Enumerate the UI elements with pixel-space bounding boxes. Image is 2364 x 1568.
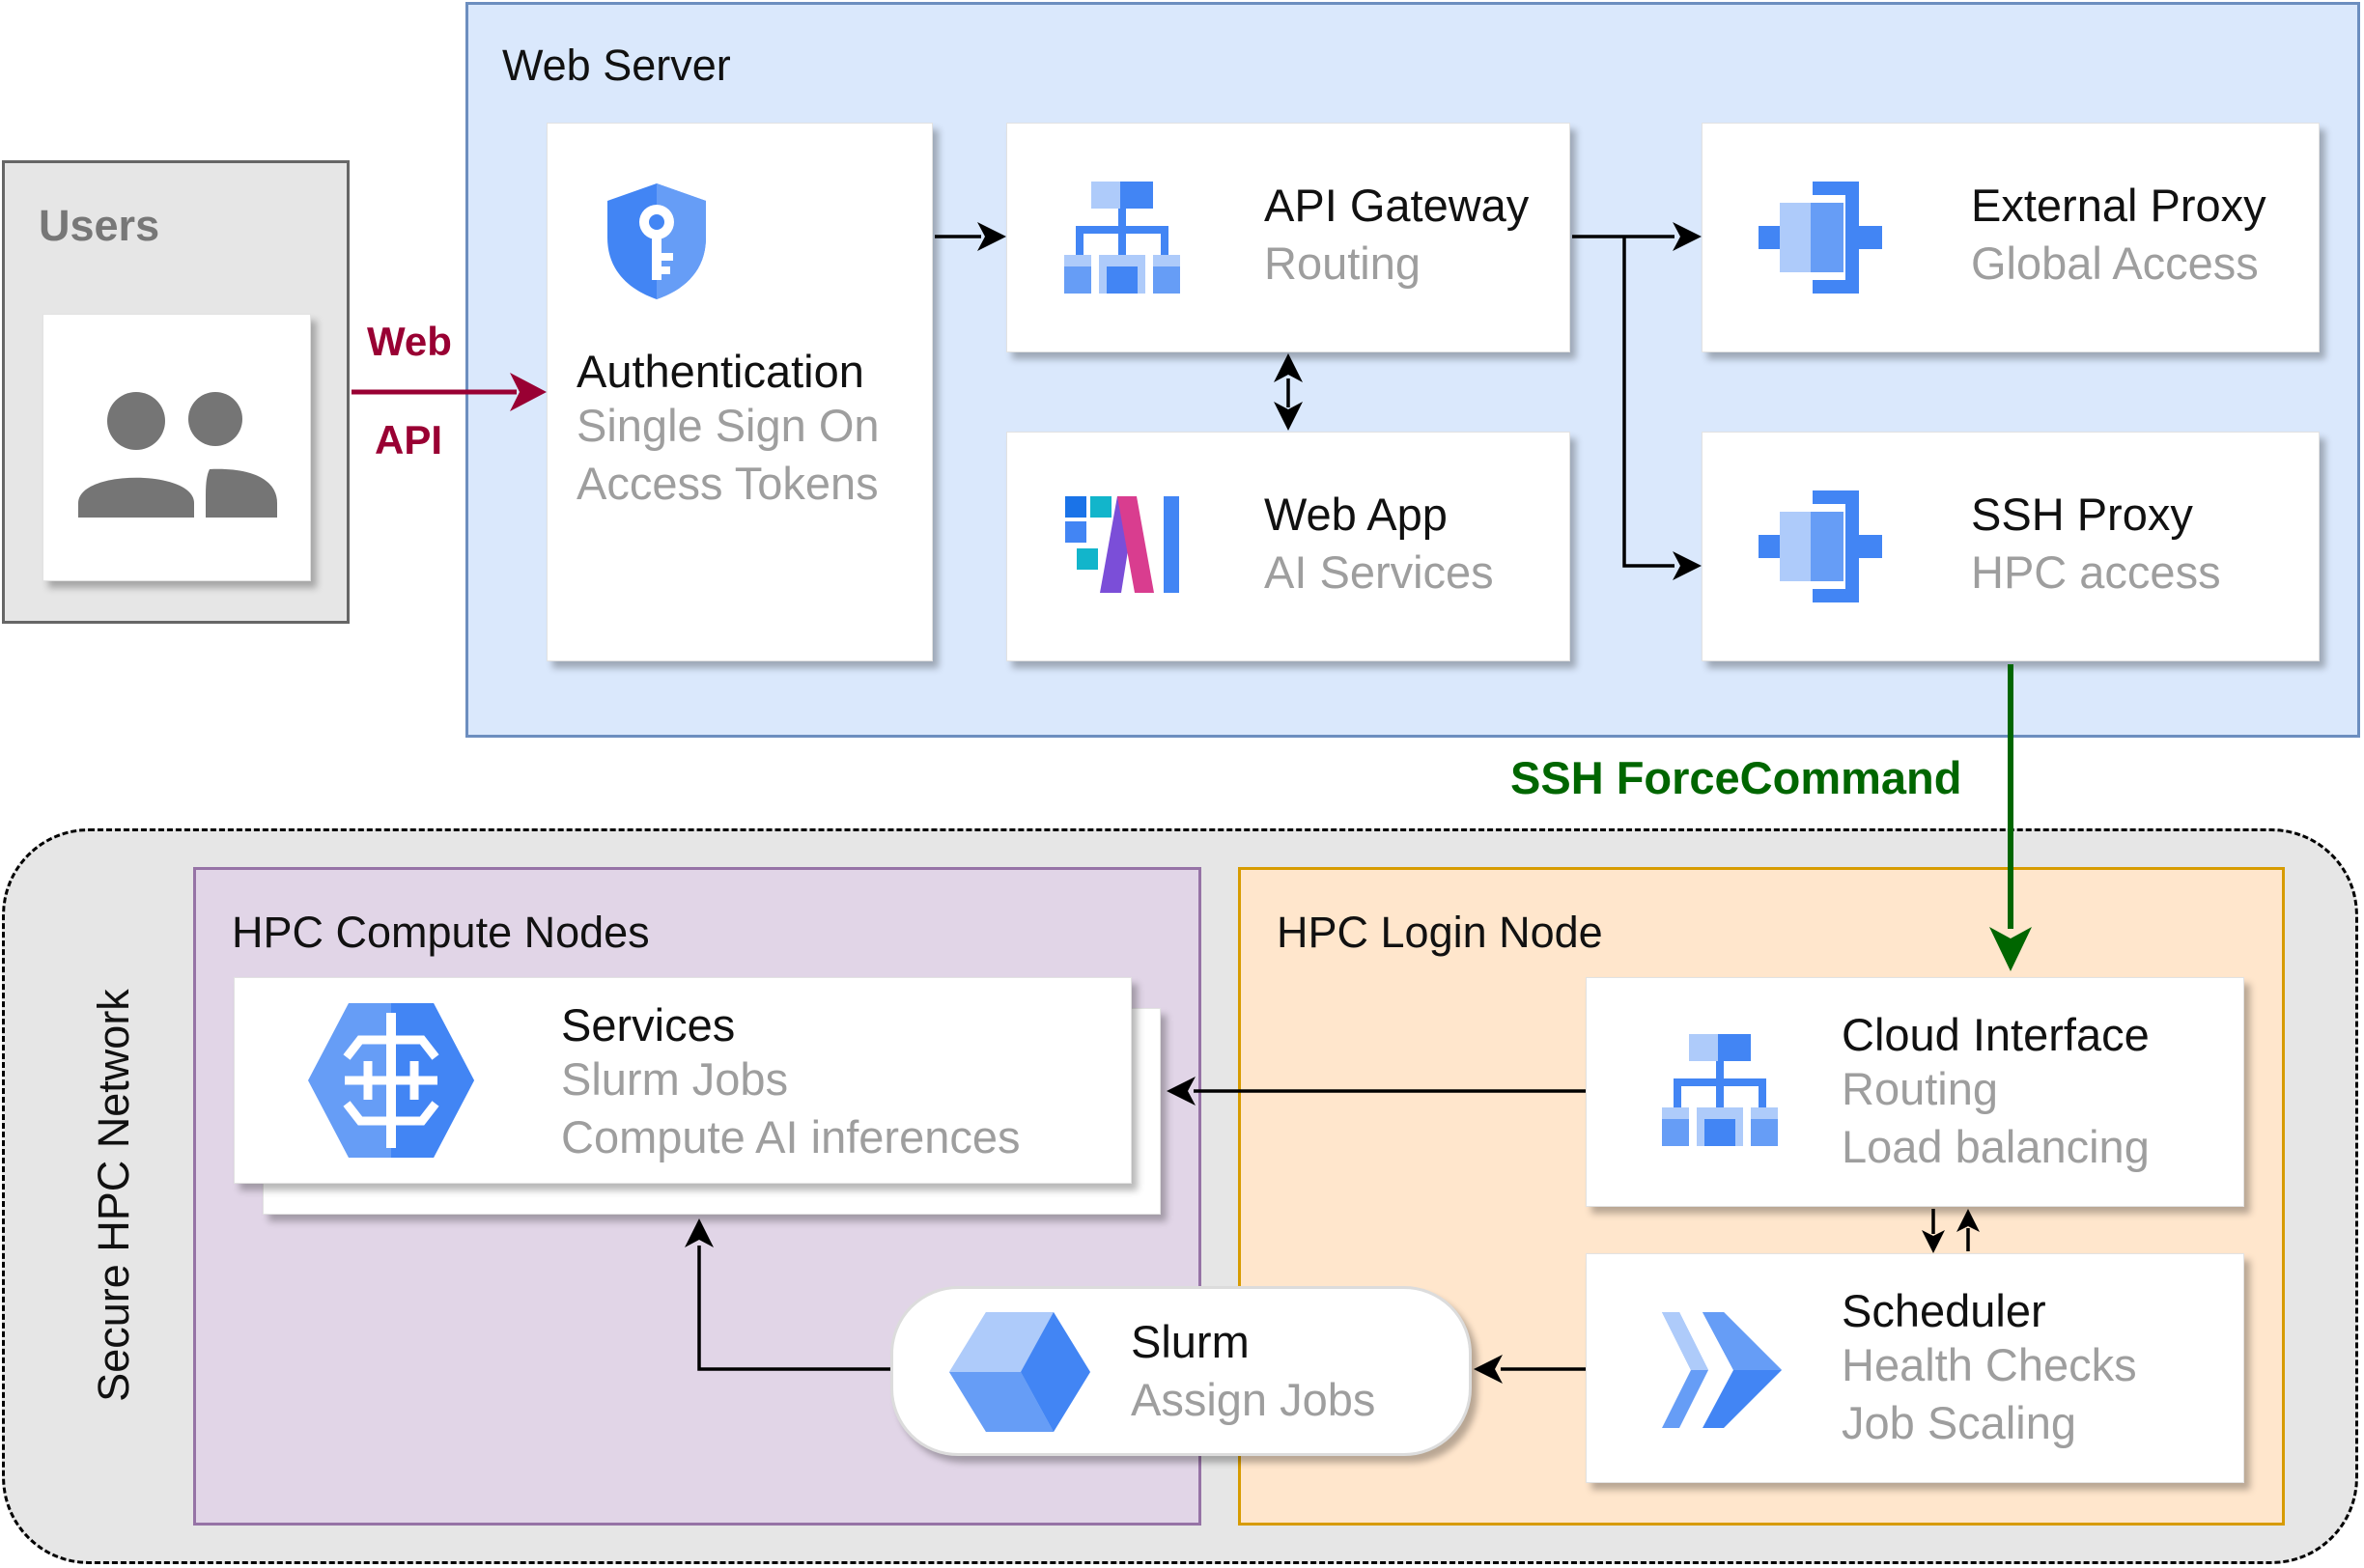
ssh-proxy-title: SSH Proxy [1971,489,2193,540]
api-gateway-node: API Gateway Routing [1006,123,1570,352]
users-icon [78,392,277,518]
scheduler-node: Scheduler Health Checks Job Scaling [1586,1253,2244,1483]
web-server-label: Web Server [502,41,731,90]
secure-hpc-network-label: Secure HPC Network [89,989,138,1402]
proxy-icon [1759,490,1882,602]
cloud-interface-title: Cloud Interface [1842,1009,2150,1060]
cloud-interface-line-1: Routing [1842,1063,1998,1114]
slurm-title: Slurm [1131,1316,1250,1367]
ai-services-icon [1065,496,1179,593]
web-edge-label: Web [367,319,452,364]
authentication-line-2: Access Tokens [577,458,879,509]
authentication-line-1: Single Sign On [577,400,880,451]
services-title: Services [561,999,736,1050]
web-app-node: Web App AI Services [1006,432,1570,661]
web-app-line-1: AI Services [1264,546,1494,598]
services-line-2: Compute AI inferences [561,1111,1021,1162]
scheduler-title: Scheduler [1842,1285,2046,1336]
external-proxy-node: External Proxy Global Access [1702,123,2320,352]
api-gateway-line-1: Routing [1264,238,1421,289]
users-label: Users [39,201,160,250]
ssh-proxy-line-1: HPC access [1971,546,2221,598]
slurm-line-1: Assign Jobs [1131,1374,1376,1425]
api-edge-label: API [375,417,443,462]
slurm-node: Slurm Assign Jobs [890,1286,1472,1456]
scheduler-line-2: Job Scaling [1842,1397,2076,1448]
authentication-title: Authentication [577,346,864,397]
cloud-interface-node: Cloud Interface Routing Load balancing [1586,977,2244,1207]
web-app-title: Web App [1264,489,1448,540]
network-hierarchy-icon [1662,1034,1778,1146]
cloud-interface-line-2: Load balancing [1842,1121,2150,1172]
hpc-compute-nodes-label: HPC Compute Nodes [232,908,650,957]
hpc-login-node-label: HPC Login Node [1277,908,1603,957]
scheduler-line-1: Health Checks [1842,1339,2137,1390]
services-line-1: Slurm Jobs [561,1053,789,1105]
network-hierarchy-icon [1064,182,1180,294]
key-shield-icon [607,183,706,299]
cube-icon [949,1312,1090,1432]
ssh-forcecommand-label: SSH ForceCommand [1510,752,1962,803]
ai-brain-icon [308,1003,474,1158]
users-card [42,314,311,581]
external-proxy-line-1: Global Access [1971,238,2259,289]
authentication-node: Authentication Single Sign On Access Tok… [547,123,933,661]
services-node: Services Slurm Jobs Compute AI inference… [234,977,1132,1184]
ssh-proxy-node: SSH Proxy HPC access [1702,432,2320,661]
chevrons-icon [1662,1312,1782,1428]
proxy-icon [1759,182,1882,294]
api-gateway-title: API Gateway [1264,180,1530,231]
external-proxy-title: External Proxy [1971,180,2266,231]
